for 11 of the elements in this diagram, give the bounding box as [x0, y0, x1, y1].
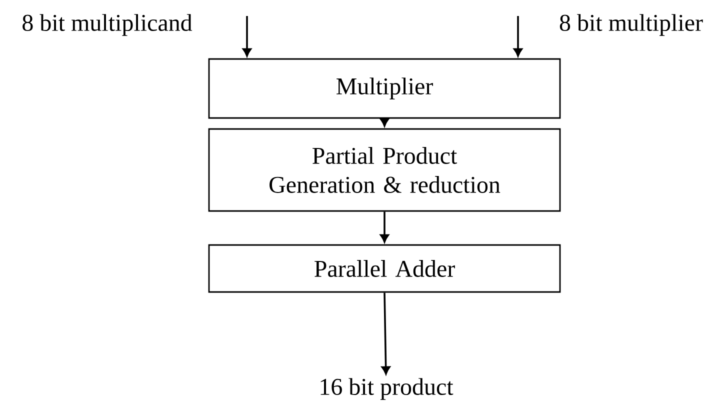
- arrow: [242, 16, 252, 57]
- process-box: Partial Product Generation & reduction: [208, 128, 561, 212]
- output-label: 16 bit product: [320, 378, 454, 400]
- process-box: Parallel Adder: [208, 244, 561, 293]
- arrow: [381, 292, 390, 374]
- arrow: [380, 212, 389, 243]
- arrow: [380, 118, 389, 127]
- arrow: [514, 16, 522, 57]
- process-box: Multiplier: [208, 58, 561, 119]
- input-label: 8 bit multiplier: [560, 14, 703, 36]
- input-label: 8 bit multiplicand: [22, 14, 192, 36]
